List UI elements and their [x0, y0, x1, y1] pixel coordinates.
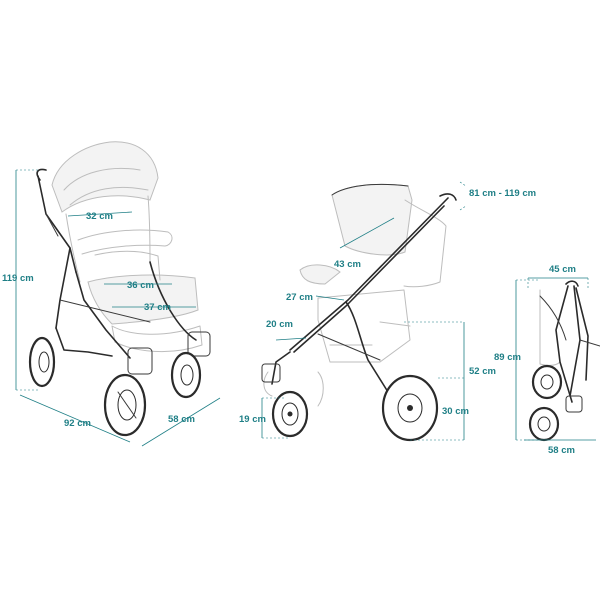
- folded-view-stroller: [528, 280, 600, 442]
- side-view-dimensions: 81 cm - 119 cm 43 cm 27 cm 20 cm 52 cm 3…: [239, 181, 536, 441]
- dim-folded-width: 45 cm: [549, 264, 576, 275]
- folded-view-dimensions: 45 cm 89 cm 58 cm: [494, 264, 596, 456]
- dim-seat-depth: 36 cm: [127, 280, 154, 291]
- front-view-stroller: [28, 141, 211, 437]
- dim-handle-height: 81 cm - 119 cm: [469, 188, 536, 199]
- dim-seat-width: 37 cm: [144, 302, 171, 313]
- dim-bumper-bar-height: 27 cm: [286, 292, 313, 303]
- dim-footrest-length: 20 cm: [266, 319, 293, 330]
- dim-backrest-width: 32 cm: [86, 211, 113, 222]
- dim-seat-height: 52 cm: [469, 366, 496, 377]
- dim-backrest-height: 43 cm: [334, 259, 361, 270]
- dim-front-wheel: 19 cm: [239, 414, 266, 425]
- dim-front-length: 92 cm: [64, 418, 91, 429]
- dim-rear-wheel: 30 cm: [442, 406, 469, 417]
- dim-folded-length: 58 cm: [548, 445, 575, 456]
- front-view-dimensions: 119 cm 92 cm 58 cm 32 cm 36 cm 37 cm: [2, 169, 221, 447]
- side-view-stroller: [261, 183, 457, 442]
- dim-folded-height: 89 cm: [494, 352, 521, 363]
- dim-front-height: 119 cm: [2, 273, 34, 284]
- dim-front-width: 58 cm: [168, 414, 195, 425]
